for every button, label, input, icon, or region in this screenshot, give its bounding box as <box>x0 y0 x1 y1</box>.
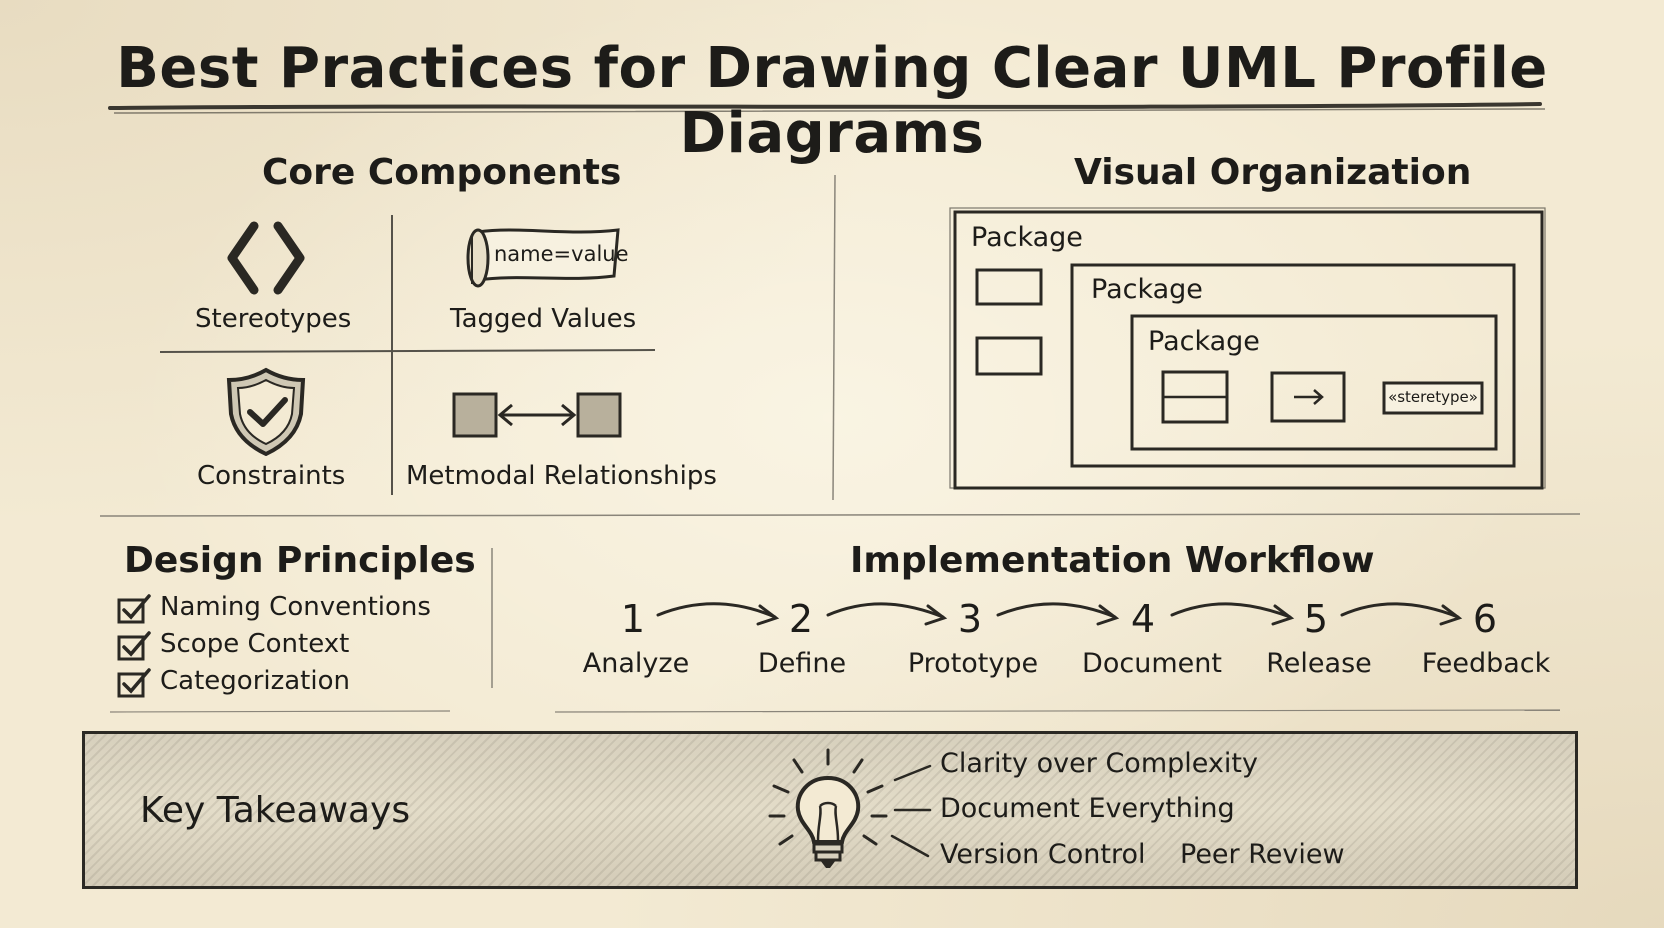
takeaway-document: Document Everything <box>940 793 1235 824</box>
workflow-step-label: Define <box>757 648 847 679</box>
principle-categorization: Categorization <box>160 666 350 696</box>
workflow-step-number: 6 <box>1472 597 1498 641</box>
stereotype-tag: «steretype» <box>1388 388 1478 406</box>
takeaway-version-control: Version Control <box>940 839 1146 870</box>
package-label-inner: Package <box>1148 326 1260 357</box>
workflow-step-label: Prototype <box>907 648 1039 679</box>
angle-brackets-icon <box>227 221 305 295</box>
principle-naming-conventions: Naming Conventions <box>160 592 431 622</box>
implementation-workflow-heading: Implementation Workflow <box>850 540 1375 581</box>
checkbox-checked-icon <box>117 594 151 624</box>
workflow-step-label: Document <box>1082 648 1222 679</box>
shield-check-icon <box>226 367 306 456</box>
metmodal-relationships-label: Metmodal Relationships <box>406 461 717 491</box>
key-takeaways-heading: Key Takeaways <box>140 790 411 831</box>
double-arrow-boxes-icon <box>452 392 622 438</box>
takeaway-peer-review: Peer Review <box>1180 839 1345 870</box>
checkbox-checked-icon <box>117 631 151 661</box>
workflow-step-label: Feedback <box>1421 648 1551 679</box>
checkbox-checked-icon <box>117 668 151 698</box>
workflow-step-number: 2 <box>788 597 814 641</box>
visual-organization-heading: Visual Organization <box>1074 152 1472 193</box>
tagged-values-label: Tagged Values <box>450 304 637 334</box>
workflow-step-number: 3 <box>957 597 983 641</box>
workflow-step-number: 1 <box>620 597 646 641</box>
core-components-heading: Core Components <box>262 152 622 193</box>
package-label-outer: Package <box>971 222 1083 253</box>
page-title: Best Practices for Drawing Clear UML Pro… <box>116 36 1548 166</box>
constraints-label: Constraints <box>197 461 346 491</box>
takeaway-clarity: Clarity over Complexity <box>940 748 1258 779</box>
workflow-step-number: 4 <box>1130 597 1156 641</box>
workflow-step-label: Release <box>1266 648 1372 679</box>
lightbulb-icon <box>768 748 888 868</box>
package-label-middle: Package <box>1091 274 1203 305</box>
design-principles-heading: Design Principles <box>124 540 476 581</box>
principle-scope-context: Scope Context <box>160 629 350 659</box>
workflow-step-number: 5 <box>1303 597 1329 641</box>
scroll-icon: name=value <box>458 222 629 296</box>
scroll-text: name=value <box>494 242 629 266</box>
workflow-step-label: Analyze <box>582 648 690 679</box>
stereotypes-label: Stereotypes <box>195 304 352 334</box>
